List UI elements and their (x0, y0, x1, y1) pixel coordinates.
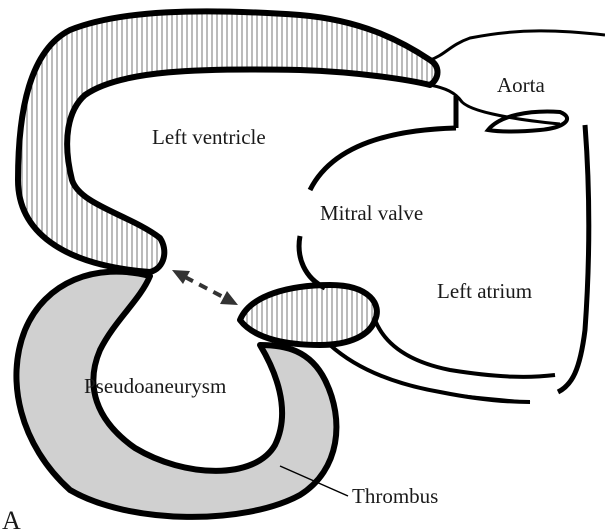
coronary-sinus-tail (330, 345, 530, 402)
atrium-back-wall (558, 125, 589, 392)
left-atrium-outline (310, 128, 456, 190)
label-aorta: Aorta (497, 73, 545, 97)
label-thrombus: Thrombus (352, 484, 438, 508)
mitral-leaflet-upper (299, 236, 325, 288)
neck-arrow (172, 270, 238, 305)
label-left-atrium: Left atrium (437, 279, 532, 303)
label-pseudoaneurysm: Pseudoaneurysm (84, 374, 226, 398)
label-mitral-valve: Mitral valve (320, 201, 423, 225)
posterior-wall-hatched (240, 285, 377, 345)
aorta-outline (430, 31, 605, 60)
panel-label: A (2, 506, 21, 531)
atrium-floor (375, 320, 555, 377)
label-left-ventricle: Left ventricle (152, 125, 266, 149)
